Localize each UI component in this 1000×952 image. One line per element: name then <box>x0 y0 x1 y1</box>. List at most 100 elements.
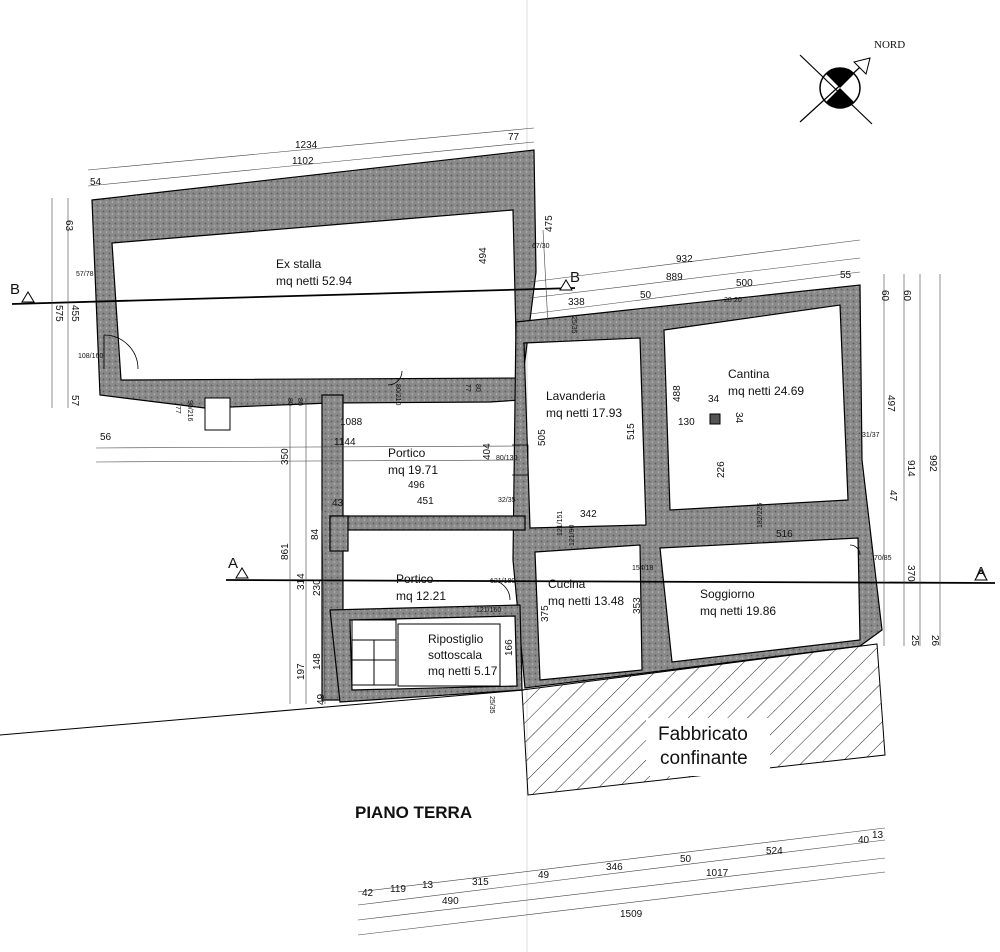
room-ex-stalla-name: Ex stalla <box>276 257 322 271</box>
dim-60-a: 60 <box>879 290 890 302</box>
dim-opening-121-160: 121/160 <box>476 607 501 614</box>
dim-60-b: 60 <box>901 290 912 302</box>
dim-861: 861 <box>280 543 291 560</box>
dim-992: 992 <box>927 455 938 472</box>
dim-889: 889 <box>666 272 683 283</box>
dim-32-35: 32/35 <box>498 497 516 504</box>
section-lines <box>11 287 996 584</box>
dim-1017: 1017 <box>706 868 729 879</box>
dimensions-lower: 861 84 314 230 148 197 49 375 353 166 <box>280 528 643 705</box>
dim-13-bottom: 13 <box>422 880 434 891</box>
dim-34-b: 34 <box>733 412 744 424</box>
dimensions-bottom: 40 13 524 50 1017 346 49 315 13 119 42 4… <box>362 830 884 920</box>
neighbouring-building: Fabbricato confinante <box>521 643 886 796</box>
room-portico-2-area: mq 12.21 <box>396 589 446 603</box>
dim-1509: 1509 <box>620 909 643 920</box>
dim-1088: 1088 <box>340 417 363 428</box>
dim-opening-182-225: 182/225 <box>757 503 764 528</box>
dim-77-top: 77 <box>508 132 520 143</box>
ground-line <box>0 689 525 736</box>
dim-opening-80-b: 80 <box>296 398 303 406</box>
north-arrow: NORD <box>799 39 905 125</box>
section-label-b-right: B <box>570 269 580 286</box>
dim-932: 932 <box>676 254 693 265</box>
dim-148: 148 <box>312 653 323 670</box>
dim-353: 353 <box>632 597 643 614</box>
room-ex-stalla-area: mq netti 52.94 <box>276 274 352 288</box>
dim-opening-121-90: 121/90 <box>569 524 576 546</box>
dim-346: 346 <box>606 862 623 873</box>
dim-496: 496 <box>408 480 425 491</box>
dim-404: 404 <box>482 443 493 460</box>
dim-490: 490 <box>442 896 459 907</box>
room-soggiorno-area: mq netti 19.86 <box>700 604 776 618</box>
dim-opening-25-35-a: 25/35 <box>570 316 577 334</box>
room-portico-1-area: mq 19.71 <box>388 463 438 477</box>
dim-50-top: 50 <box>640 290 652 301</box>
dim-43: 43 <box>332 498 344 509</box>
dim-80-130: 80/130 <box>496 455 518 462</box>
dim-119: 119 <box>390 884 406 895</box>
dim-350: 350 <box>280 448 291 465</box>
dim-315: 315 <box>472 877 489 888</box>
dim-34-a: 34 <box>708 394 720 405</box>
dim-575: 575 <box>53 305 64 322</box>
dim-108-160: 108/160 <box>78 353 103 360</box>
dim-56: 56 <box>100 432 112 443</box>
room-labels: Ex stalla mq netti 52.94 Portico mq 19.7… <box>276 257 804 678</box>
dim-49-bottom: 49 <box>538 870 550 881</box>
dim-25: 25 <box>909 635 920 647</box>
dimensions-inner: 1088 1144 56 404 350 496 43 451 32/35 50… <box>100 385 793 540</box>
dim-20-b: 20 <box>734 297 742 304</box>
dim-20-a: 20 <box>724 297 732 304</box>
room-ripostiglio-name: Ripostiglio <box>428 632 484 646</box>
dim-57: 57 <box>69 395 80 407</box>
room-portico-1-name: Portico <box>388 446 426 460</box>
dim-130: 130 <box>678 417 695 428</box>
dim-488: 488 <box>672 385 683 402</box>
dimensions-left: 63 575 455 57 57/78 108/160 <box>53 220 103 407</box>
dim-84: 84 <box>310 528 321 540</box>
north-label: NORD <box>874 39 905 51</box>
room-cucina-area: mq netti 13.48 <box>548 594 624 608</box>
section-markers <box>21 279 988 581</box>
dimensions-openings: 90/216 77 80 80 77 80 25/35 121/151 121/… <box>174 316 764 714</box>
dim-opening-154-18: 154/18 <box>632 565 654 572</box>
dim-451: 451 <box>417 496 434 507</box>
dim-500: 500 <box>736 278 753 289</box>
dim-370: 370 <box>905 565 916 582</box>
dim-475: 475 <box>544 215 555 232</box>
dim-1102: 1102 <box>292 156 314 167</box>
dim-226: 226 <box>716 461 727 478</box>
dim-opening-77-b: 77 <box>464 384 471 392</box>
room-ripostiglio-line2: sottoscala <box>428 648 482 662</box>
dim-40: 40 <box>858 835 870 846</box>
dim-914: 914 <box>905 460 916 477</box>
room-lavanderia-name: Lavanderia <box>546 389 606 403</box>
dim-338: 338 <box>568 297 585 308</box>
dim-47: 47 <box>887 490 898 502</box>
partitions <box>204 397 721 687</box>
dimension-lines <box>51 127 941 936</box>
dim-42: 42 <box>362 888 374 899</box>
dimensions-mid: 494 475 67/30 <box>478 215 555 264</box>
dim-166: 166 <box>504 639 515 656</box>
room-soggiorno-name: Soggiorno <box>700 587 755 601</box>
dim-13-top: 13 <box>872 830 884 841</box>
dim-55: 55 <box>840 270 852 281</box>
dim-54: 54 <box>90 177 102 188</box>
dim-opening-80-c: 80 <box>474 384 481 392</box>
dim-opening-121-151: 121/151 <box>557 511 564 536</box>
dim-70-85: 70/85 <box>874 555 892 562</box>
room-cantina-area: mq netti 24.69 <box>728 384 804 398</box>
dim-230: 230 <box>312 579 323 596</box>
dimensions-right-top: 932 889 500 55 338 50 20 20 <box>568 254 852 308</box>
section-label-a-left: A <box>228 555 238 572</box>
dim-342: 342 <box>580 509 597 520</box>
dim-26: 26 <box>929 635 940 647</box>
walls <box>91 149 883 703</box>
dim-375: 375 <box>540 605 551 622</box>
room-portico-2-name: Portico <box>396 572 434 586</box>
section-label-a-right: A <box>976 564 986 581</box>
